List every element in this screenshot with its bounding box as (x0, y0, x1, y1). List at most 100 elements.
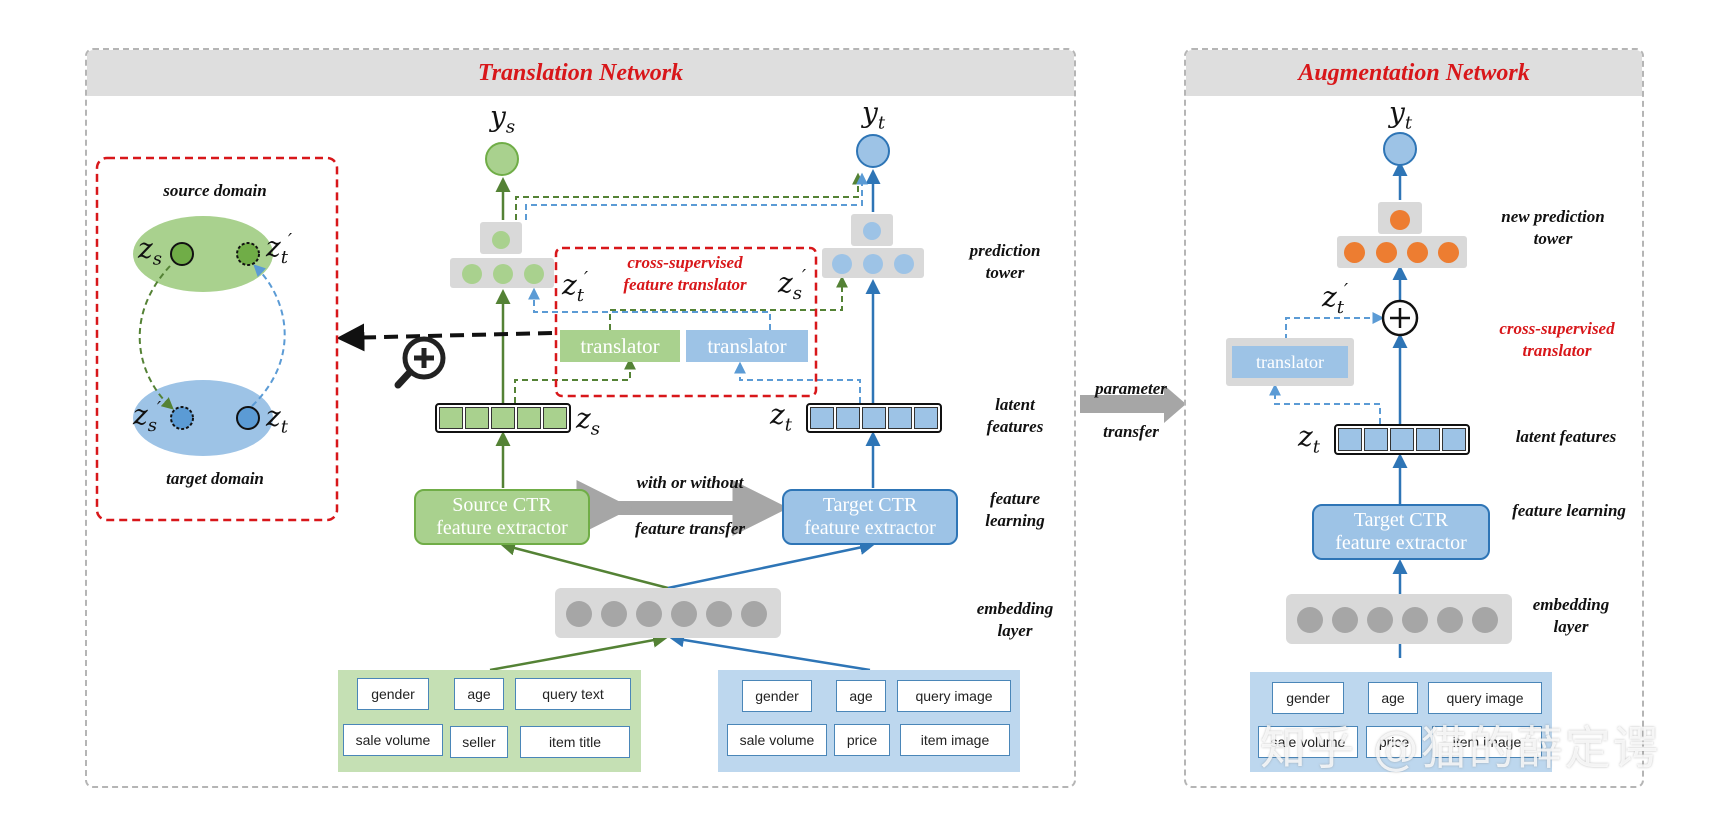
zt-symbol-detail: zt (266, 400, 288, 438)
source-output-node (485, 142, 519, 176)
aug-embedding-node (1472, 607, 1498, 633)
zs-prime-symbol-detail: zs′ (133, 398, 162, 436)
aug-translator: translator (1232, 346, 1348, 378)
target-latent-features (806, 403, 942, 433)
watermark-text: 知乎 @猫的薛定谔 (1260, 721, 1661, 775)
feature-transfer-label: feature transfer (634, 519, 746, 538)
target-feature: age (836, 680, 886, 712)
aug-zt-prime-symbol: zt′ (1322, 280, 1349, 318)
target-domain-label: target domain (166, 469, 264, 488)
aug-feature: query image (1428, 682, 1542, 714)
embedding-layer-label: embedding layer (976, 599, 1054, 641)
zt-node (236, 406, 260, 430)
zt-to-zt-prime-arrow (251, 264, 286, 407)
source-ctr-extractor: Source CTR feature extractor (414, 489, 590, 545)
embedding-node (566, 601, 592, 627)
aug-tower-node (1438, 242, 1459, 263)
aug-target-ctr-extractor: Target CTR feature extractor (1312, 504, 1490, 560)
aug-latent-to-translator (1269, 383, 1381, 424)
cross-supervised-box (554, 246, 818, 398)
with-or-without-label: with or without (636, 473, 744, 492)
aug-embedding-node (1332, 607, 1358, 633)
aug-embedding-node (1297, 607, 1323, 633)
source-domain-ellipse (133, 216, 273, 292)
aug-embedding-layer-label: embedding layer (1532, 595, 1610, 637)
source-feature: gender (357, 678, 429, 710)
target-output-node (856, 134, 890, 168)
target-ctr-extractor: Target CTR feature extractor (782, 489, 958, 545)
translation-network-panel: Translation Network (85, 48, 1076, 788)
aug-feature: item image (1432, 726, 1542, 758)
target-feature: gender (742, 680, 812, 712)
zs-prime-node (170, 406, 194, 430)
cross-supervised-label: cross-supervised feature translator (623, 253, 747, 295)
aug-zt-symbol: zt (1298, 420, 1320, 458)
source-latent-to-translator (514, 357, 636, 403)
target-translator: translator (686, 330, 808, 362)
aug-tower-node (1376, 242, 1397, 263)
source-tower-node (524, 264, 544, 284)
target-translator-to-source-tower (528, 287, 771, 330)
source-feature: sale volume (343, 724, 443, 756)
translation-network-title: Translation Network (87, 50, 1074, 96)
zs-prime-symbol: zs′ (778, 266, 807, 304)
zt-prime-symbol: zt′ (562, 268, 589, 306)
zs-latent-symbol: zs (576, 402, 601, 440)
source-tower-node (492, 231, 510, 249)
target-feature: sale volume (727, 724, 827, 756)
aug-feature-learning-label: feature learning (1512, 501, 1626, 520)
embedding-node (636, 601, 662, 627)
aug-embedding-node (1437, 607, 1463, 633)
zs-node (170, 242, 194, 266)
target-tower-node (863, 222, 881, 240)
aug-embedding-node (1402, 607, 1428, 633)
embedding-node (671, 601, 697, 627)
aug-output-node (1383, 132, 1417, 166)
latent-features-label: latent features (986, 395, 1044, 437)
target-tower-node (863, 254, 883, 274)
embed-to-target-arrow (667, 540, 875, 590)
source-feature: age (454, 678, 504, 710)
source-translator: translator (560, 330, 680, 362)
zs-to-zs-prime-arrow (138, 265, 174, 410)
source-feature: item title (520, 726, 630, 758)
target-input-arrow (669, 632, 871, 672)
ys-symbol: ys (490, 100, 516, 138)
source-domain-label: source domain (163, 181, 267, 200)
aug-tower-node (1344, 242, 1365, 263)
domain-detail-box (95, 156, 339, 522)
target-feature: query image (897, 680, 1011, 712)
embedding-node (601, 601, 627, 627)
zoom-arrow (336, 323, 553, 352)
aug-feature: sale volume (1258, 726, 1358, 758)
embedding-node (741, 601, 767, 627)
aug-latent-features-label: latent features (1515, 427, 1617, 446)
augmentation-network-title: Augmentation Network (1186, 50, 1642, 96)
new-prediction-tower-label: new prediction tower (1501, 207, 1605, 249)
source-latent-features (435, 403, 571, 433)
source-pred-to-target-label (515, 172, 864, 220)
aug-tower-node (1407, 242, 1428, 263)
parameter-transfer-arrow (1080, 385, 1186, 423)
prediction-tower-label: prediction tower (969, 241, 1041, 283)
parameter-transfer-label: parameter transfer (1095, 379, 1167, 441)
aug-translator-to-plus (1285, 312, 1385, 340)
zoom-in-icon (394, 336, 446, 389)
target-feature: price (834, 724, 890, 756)
embedding-node (706, 601, 732, 627)
aug-feature: price (1366, 726, 1422, 758)
source-translator-to-target-tower (609, 275, 848, 330)
source-tower-node (462, 264, 482, 284)
aug-embedding-node (1367, 607, 1393, 633)
target-feature: item image (900, 724, 1010, 756)
embed-to-source-arrow (500, 540, 669, 590)
source-input-arrow (489, 632, 668, 672)
source-tower-node (493, 264, 513, 284)
zs-symbol: zs (138, 232, 163, 270)
target-pred-to-label (525, 172, 868, 220)
yt-symbol: yt (862, 96, 886, 134)
aug-yt-symbol: yt (1389, 96, 1413, 134)
target-tower-node (894, 254, 914, 274)
source-feature: seller (450, 726, 508, 758)
